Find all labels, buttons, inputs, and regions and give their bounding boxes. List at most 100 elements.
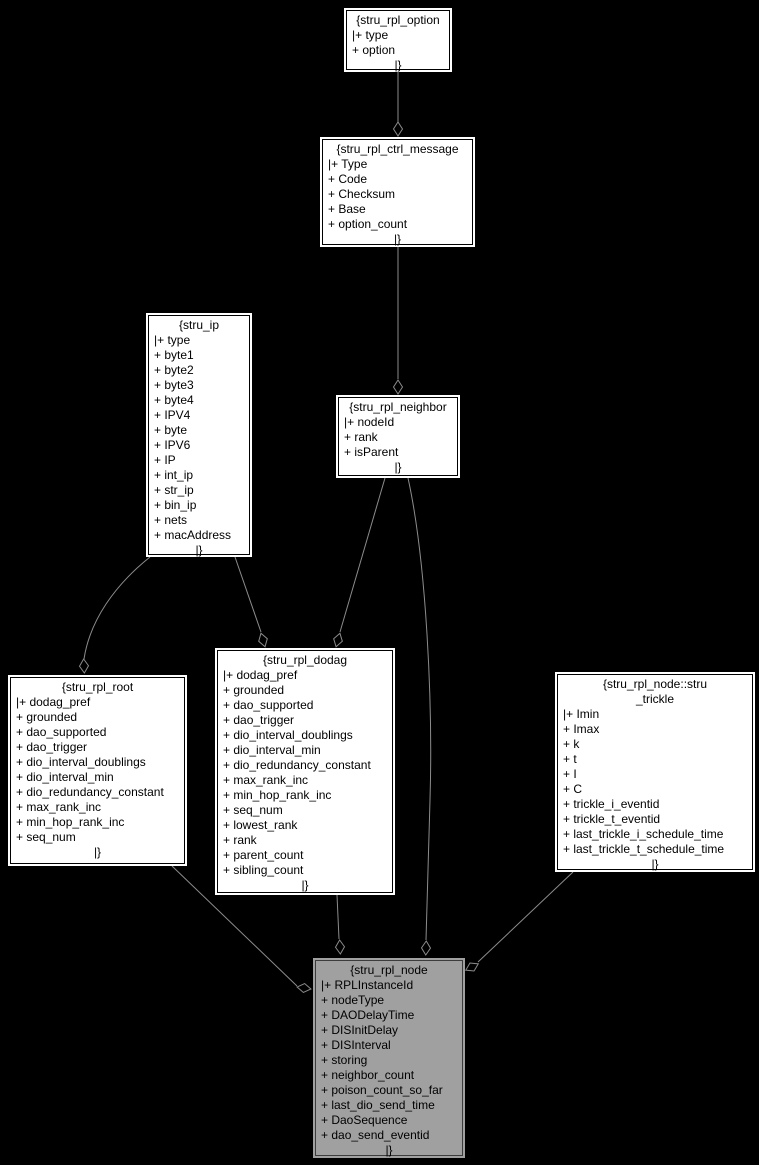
class-field: + byte [154, 423, 188, 437]
edge-line [171, 865, 298, 987]
class-field: + seq_num [223, 803, 283, 817]
class-box-stru_rpl_root[interactable]: {stru_rpl_root|+ dodag_pref+ grounded+ d… [8, 675, 187, 866]
class-field: + option_count [328, 217, 408, 231]
class-field: |+ RPLInstanceId [321, 978, 414, 992]
class-field: |+ Imin [563, 707, 600, 721]
class-box-stru_rpl_ctrl_message[interactable]: {stru_rpl_ctrl_message|+ Type+ Code+ Che… [320, 137, 475, 247]
edge-stru_ip-to-stru_rpl_root [78, 556, 151, 674]
aggregation-diamond-icon [334, 939, 346, 955]
class-field: + dao_send_eventid [321, 1128, 430, 1142]
aggregation-diamond-icon [296, 982, 312, 994]
edge-stru_rpl_dodag-to-stru_rpl_node [334, 894, 346, 955]
class-field: + last_dio_send_time [321, 1098, 435, 1112]
class-box-inner: {stru_rpl_dodag|+ dodag_pref+ grounded+ … [217, 650, 393, 893]
class-field: + str_ip [154, 483, 194, 497]
class-field: |+ Type [328, 157, 368, 171]
class-field: + storing [321, 1053, 368, 1067]
aggregation-diamond-icon [258, 632, 268, 648]
class-field: + min_hop_rank_inc [223, 788, 332, 802]
class-field: |+ type [154, 333, 191, 347]
class-box-stru_rpl_neighbor[interactable]: {stru_rpl_neighbor|+ nodeId+ rank+ isPar… [336, 395, 460, 478]
class-field: + dio_interval_doublings [16, 755, 146, 769]
class-closer: |} [651, 857, 659, 871]
class-field: + dio_interval_min [16, 770, 114, 784]
class-field: + max_rank_inc [16, 800, 102, 814]
edge-line [336, 894, 340, 940]
class-title: {stru_rpl_option [356, 13, 440, 27]
class-field: + dao_trigger [16, 740, 88, 754]
class-field: + option [352, 43, 396, 57]
class-field: + DISInitDelay [321, 1023, 399, 1037]
class-field: + DISInterval [321, 1038, 391, 1052]
class-title: {stru_rpl_root [61, 680, 134, 694]
class-field: + byte4 [154, 393, 194, 407]
class-field: + neighbor_count [321, 1068, 415, 1082]
class-field: |+ nodeId [344, 415, 395, 429]
class-box-stru_rpl_dodag[interactable]: {stru_rpl_dodag|+ dodag_pref+ grounded+ … [215, 648, 395, 895]
class-field: + nets [154, 513, 188, 527]
class-field: + DAODelayTime [321, 1008, 415, 1022]
edge-line [234, 556, 262, 633]
class-field: + dio_redundancy_constant [16, 785, 164, 799]
class-closer: |} [394, 58, 402, 72]
class-title: {stru_ip [178, 318, 220, 332]
class-field: + I [563, 767, 577, 781]
class-box-stru_ip[interactable]: {stru_ip|+ type+ byte1+ byte2+ byte3+ by… [146, 313, 252, 557]
class-field: + IPV4 [154, 408, 191, 422]
edge-line [477, 871, 574, 963]
edge-line [407, 477, 432, 941]
class-field: + IP [154, 453, 176, 467]
class-field: + dao_supported [223, 698, 314, 712]
class-field: + macAddress [154, 528, 232, 542]
class-box-stru_rpl_node_stru_trickle[interactable]: {stru_rpl_node::stru_trickle|+ Imin+ Ima… [555, 672, 755, 872]
class-field: + Checksum [328, 187, 396, 201]
class-field: + parent_count [223, 848, 304, 862]
edge-stru_rpl_ctrl_message-to-stru_rpl_neighbor [392, 247, 404, 395]
class-field: + rank [344, 430, 378, 444]
class-closer: |} [393, 232, 402, 246]
edge-stru_rpl_option-to-stru_rpl_ctrl_message [392, 72, 404, 137]
class-field: |+ dodag_pref [223, 668, 298, 682]
edge-stru_rpl_node_stru_trickle-to-stru_rpl_node [464, 871, 574, 972]
class-field: + byte1 [154, 348, 194, 362]
aggregation-diamond-icon [420, 940, 432, 956]
class-box-inner: {stru_rpl_option|+ type+ option|} [346, 10, 450, 72]
edge-stru_rpl_neighbor-to-stru_rpl_dodag [333, 477, 386, 648]
class-field: + trickle_t_eventid [563, 812, 661, 826]
class-box-stru_rpl_node[interactable]: {stru_rpl_node|+ RPLInstanceId+ nodeType… [313, 958, 465, 1158]
edge-stru_rpl_neighbor-to-stru_rpl_node [407, 477, 432, 956]
class-field: + Code [328, 172, 368, 186]
aggregation-diamond-icon [464, 962, 480, 972]
class-field: + last_trickle_t_schedule_time [563, 842, 725, 856]
class-field: + rank [223, 833, 257, 847]
class-field: + Base [328, 202, 366, 216]
class-field: + C [563, 782, 583, 796]
class-field: + sibling_count [223, 863, 304, 877]
class-field: + Imax [563, 722, 600, 736]
class-field: + bin_ip [154, 498, 197, 512]
class-field: + dao_supported [16, 725, 107, 739]
aggregation-diamond-icon [392, 121, 404, 137]
class-field: + IPV6 [154, 438, 191, 452]
class-title: {stru_rpl_node::stru [602, 677, 708, 691]
class-field: + dao_trigger [223, 713, 295, 727]
edge-stru_ip-to-stru_rpl_dodag [234, 556, 268, 648]
class-field: + isParent [344, 445, 399, 459]
class-closer: |} [394, 460, 402, 474]
class-closer: |} [301, 878, 309, 892]
class-box-inner: {stru_rpl_node::stru_trickle|+ Imin+ Ima… [557, 674, 753, 871]
class-box-stru_rpl_option[interactable]: {stru_rpl_option|+ type+ option|} [344, 8, 452, 72]
aggregation-diamond-icon [333, 632, 343, 648]
class-field: + last_trickle_i_schedule_time [563, 827, 724, 841]
class-field: + dio_interval_doublings [223, 728, 353, 742]
aggregation-diamond-icon [392, 379, 404, 395]
class-closer: |} [195, 543, 203, 557]
class-box-inner: {stru_rpl_ctrl_message|+ Type+ Code+ Che… [322, 139, 473, 246]
class-field: |+ dodag_pref [16, 695, 91, 709]
class-field: + dio_redundancy_constant [223, 758, 371, 772]
class-field: + min_hop_rank_inc [16, 815, 125, 829]
edge-stru_rpl_root-to-stru_rpl_node [171, 865, 312, 994]
class-field: + byte2 [154, 363, 194, 377]
